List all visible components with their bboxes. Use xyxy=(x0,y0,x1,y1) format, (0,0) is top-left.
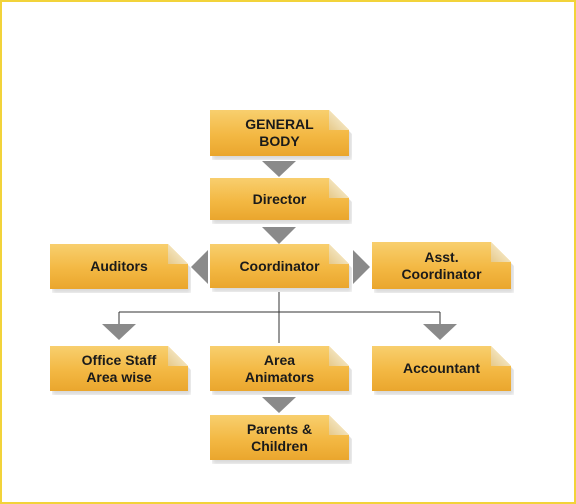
auditors-label: Auditors xyxy=(90,258,148,274)
coordinator-label: Coordinator xyxy=(239,257,320,274)
node-accountant: Accountant xyxy=(372,346,511,391)
arrow-down-director-coordinator xyxy=(262,227,296,244)
node-general-body: GENERAL BODY xyxy=(210,110,349,156)
node-parents-children: Parents & Children xyxy=(210,415,349,460)
general-body-label: GENERAL BODY xyxy=(245,116,314,149)
arrow-down-general-director xyxy=(262,161,296,177)
node-coordinator: Coordinator xyxy=(210,244,349,288)
arrow-down-office-staff xyxy=(102,324,136,340)
asst-coordinator-label: Asst. Coordinator xyxy=(401,248,482,282)
director-label: Director xyxy=(252,190,307,207)
office-staff-label: Office Staff Area wise xyxy=(81,351,157,385)
accountant-label: Accountant xyxy=(403,360,480,376)
node-area-animators: Area Animators xyxy=(210,346,349,391)
area-animators-label: Area Animators xyxy=(244,351,315,385)
arrow-down-parents xyxy=(262,397,296,413)
arrow-left-auditors xyxy=(191,250,208,284)
node-asst-coordinator: Asst. Coordinator xyxy=(372,242,511,289)
arrow-down-accountant xyxy=(423,324,457,340)
arrow-right-asst xyxy=(353,250,370,284)
parents-children-label: Parents & Children xyxy=(246,420,313,454)
node-office-staff: Office Staff Area wise xyxy=(50,346,188,391)
node-auditors: Auditors xyxy=(50,244,188,289)
node-director: Director xyxy=(210,178,349,220)
